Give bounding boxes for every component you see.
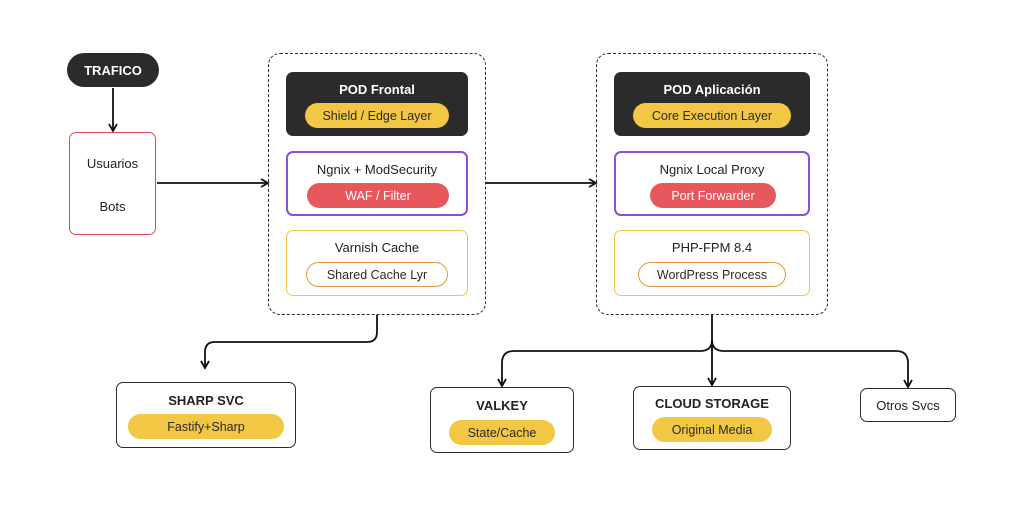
sharp-title: SHARP SVC bbox=[168, 393, 244, 408]
proxy-node: Ngnix Local Proxy Port Forwarder bbox=[614, 151, 810, 216]
state-cache-tag: State/Cache bbox=[449, 420, 555, 445]
cloud-storage-title: CLOUD STORAGE bbox=[655, 396, 769, 411]
edge-layer-tag: Shield / Edge Layer bbox=[305, 103, 449, 128]
other-services-title: Otros Svcs bbox=[876, 398, 940, 413]
waf-title: Ngnix + ModSecurity bbox=[316, 162, 438, 177]
sharp-node: SHARP SVC Fastify+Sharp bbox=[116, 382, 296, 448]
php-title: PHP-FPM 8.4 bbox=[671, 240, 753, 255]
pod-frontal-header: POD Frontal Shield / Edge Layer bbox=[286, 72, 468, 136]
valkey-title: VALKEY bbox=[476, 398, 528, 413]
varnish-node: Varnish Cache Shared Cache Lyr bbox=[286, 230, 468, 296]
other-services-node: Otros Svcs bbox=[860, 388, 956, 422]
proxy-title: Ngnix Local Proxy bbox=[659, 162, 765, 177]
waf-filter-tag: WAF / Filter bbox=[307, 183, 449, 208]
bots-label: Bots bbox=[99, 199, 126, 214]
valkey-node: VALKEY State/Cache bbox=[430, 387, 574, 453]
fastify-sharp-tag: Fastify+Sharp bbox=[128, 414, 284, 439]
clients-node: Usuarios Bots bbox=[69, 132, 156, 235]
pod-frontal-title: POD Frontal bbox=[339, 82, 415, 97]
varnish-title: Varnish Cache bbox=[334, 240, 420, 255]
cloud-storage-node: CLOUD STORAGE Original Media bbox=[633, 386, 791, 450]
arrow-frontal-to-sharp bbox=[200, 315, 378, 370]
port-forwarder-tag: Port Forwarder bbox=[650, 183, 776, 208]
core-layer-tag: Core Execution Layer bbox=[633, 103, 791, 128]
arrow-app-to-valkey bbox=[497, 339, 713, 388]
pod-app-header: POD Aplicación Core Execution Layer bbox=[614, 72, 810, 136]
waf-node: Ngnix + ModSecurity WAF / Filter bbox=[286, 151, 468, 216]
users-label: Usuarios bbox=[86, 156, 139, 171]
pod-frontal-container bbox=[268, 53, 486, 315]
arrow-app-to-others bbox=[711, 339, 913, 389]
original-media-tag: Original Media bbox=[652, 417, 772, 442]
trafico-node: TRAFICO bbox=[67, 53, 159, 87]
php-node: PHP-FPM 8.4 WordPress Process bbox=[614, 230, 810, 296]
pod-app-container bbox=[596, 53, 828, 315]
pod-app-title: POD Aplicación bbox=[663, 82, 761, 97]
shared-cache-tag: Shared Cache Lyr bbox=[306, 262, 448, 287]
wordpress-tag: WordPress Process bbox=[638, 262, 786, 287]
